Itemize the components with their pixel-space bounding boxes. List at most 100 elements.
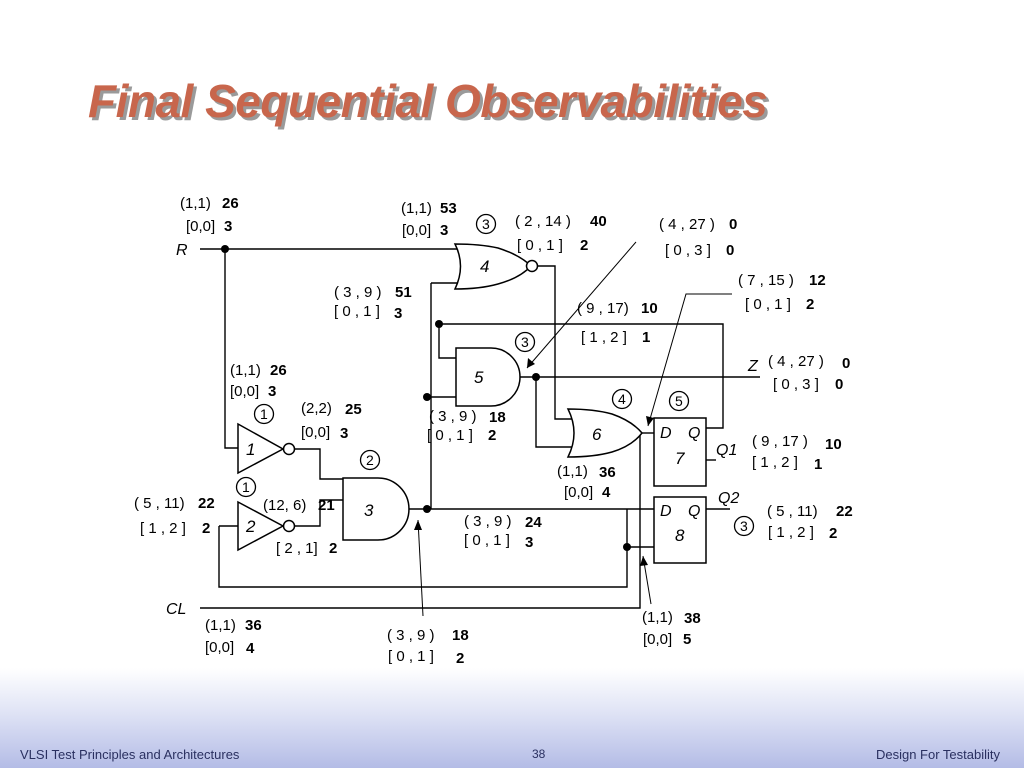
level-circle-3a: 3	[482, 216, 490, 232]
z-cc: ( 4 , 27 )	[768, 353, 824, 370]
gate-5-label: 5	[474, 368, 484, 387]
z-so: 0	[835, 376, 843, 393]
g2in-co: 22	[198, 495, 215, 512]
g4out-co: 40	[590, 213, 607, 230]
signal-cl: CL	[166, 601, 186, 618]
top-so: 0	[726, 242, 734, 259]
r-sc: [0,0]	[186, 218, 215, 235]
g1in-sc: [0,0]	[230, 383, 259, 400]
ff7-label: 7	[675, 449, 685, 468]
level-circle-1a: 1	[260, 406, 268, 422]
g4in2-cc: ( 3 , 9 )	[334, 284, 382, 301]
q1-so: 1	[814, 456, 822, 473]
top-sc: [ 0 , 3 ]	[665, 242, 711, 259]
ff7d-co: 36	[599, 464, 616, 481]
z-co: 0	[842, 355, 850, 372]
ff7d-so: 4	[602, 484, 611, 501]
fb-cc: ( 9 , 17)	[577, 300, 629, 317]
circuit-diagram: 1 2 3 4 5 6 D Q 7 D Q 8 R CL Z Q1	[134, 195, 853, 667]
gate-4-label: 4	[480, 257, 489, 276]
g1in-cc: (1,1)	[230, 362, 261, 379]
g4in2-sc: [ 0 , 1 ]	[334, 303, 380, 320]
g4out-sc: [ 0 , 1 ]	[517, 237, 563, 254]
g4in2-co: 51	[395, 284, 412, 301]
g5in-co: 18	[489, 409, 506, 426]
g4out-cc: ( 2 , 14 )	[515, 213, 571, 230]
g3out-co: 24	[525, 514, 542, 531]
flip-flop-8: D Q 8	[653, 496, 707, 564]
q1-cc: ( 9 , 17 )	[752, 433, 808, 450]
g2in-cc: ( 5 , 11)	[134, 495, 185, 512]
footer-chapter-title: Design For Testability	[875, 747, 1000, 762]
cl-sc: [0,0]	[205, 639, 234, 656]
clk-sc: [0,0]	[643, 631, 672, 648]
level-circle-3c: 3	[740, 518, 748, 534]
g1out-co: 25	[345, 401, 362, 418]
top-cc: ( 4 , 27 )	[659, 216, 715, 233]
level-circle-2: 2	[366, 452, 374, 468]
fb-so: 1	[642, 329, 650, 346]
level-circle-3b: 3	[521, 334, 529, 350]
clk-so: 5	[683, 631, 691, 648]
gate-5-and: 5	[455, 347, 521, 407]
g3br-cc: ( 3 , 9 )	[387, 627, 435, 644]
q1fb-so: 2	[806, 296, 814, 313]
g2out-sc: [ 2 , 1]	[276, 540, 318, 557]
r-so: 3	[224, 218, 232, 235]
ff7d-cc: (1,1)	[557, 463, 588, 480]
g1in-co: 26	[270, 362, 287, 379]
ff8-label: 8	[675, 526, 685, 545]
annotations: (1,1) 26 [0,0] 3 (1,1) 53 [0,0] 3 ( 2 , …	[134, 195, 853, 667]
g3br-sc: [ 0 , 1 ]	[388, 648, 434, 665]
q1fb-co: 12	[809, 272, 826, 289]
q1fb-sc: [ 0 , 1 ]	[745, 296, 791, 313]
q2-cc: ( 5 , 11)	[767, 503, 818, 520]
gate-6-or: 6	[566, 408, 643, 458]
ff7-d-pin: D	[660, 425, 672, 442]
g4in-so: 3	[440, 222, 448, 239]
g1out-so: 3	[340, 425, 348, 442]
q2-so: 2	[829, 525, 837, 542]
gate-1-inverter: 1	[237, 422, 296, 475]
signal-q2: Q2	[718, 490, 739, 507]
slide-title: Final Sequential Observabilities	[88, 75, 768, 127]
g1in-so: 3	[268, 383, 276, 400]
level-markers: 1 1 2 3 3 4 5 3	[235, 213, 755, 537]
g2in-so: 2	[202, 520, 210, 537]
footer-page-number: 38	[532, 747, 546, 761]
q1fb-cc: ( 7 , 15 )	[738, 272, 794, 289]
fb-sc: [ 1 , 2 ]	[581, 329, 627, 346]
gate-3-and: 3	[342, 477, 410, 541]
level-circle-1b: 1	[242, 479, 250, 495]
g4in-sc: [0,0]	[402, 222, 431, 239]
top-co: 0	[729, 216, 737, 233]
cl-so: 4	[246, 640, 255, 657]
r-co: 26	[222, 195, 239, 212]
ff8-d-pin: D	[660, 503, 672, 520]
g5in-so: 2	[488, 427, 496, 444]
g2out-co: 21	[318, 497, 335, 514]
g4in2-so: 3	[394, 305, 402, 322]
fb-co: 10	[641, 300, 658, 317]
clk-cc: (1,1)	[642, 609, 673, 626]
level-circle-5: 5	[675, 393, 683, 409]
ff7d-sc: [0,0]	[564, 484, 593, 501]
z-sc: [ 0 , 3 ]	[773, 376, 819, 393]
g1out-cc: (2,2)	[301, 400, 332, 417]
wires	[200, 248, 760, 609]
g3out-sc: [ 0 , 1 ]	[464, 532, 510, 549]
q2-sc: [ 1 , 2 ]	[768, 524, 814, 541]
gate-6-label: 6	[592, 425, 602, 444]
g3br-so: 2	[456, 650, 464, 667]
gate-2-inverter: 2	[237, 500, 296, 552]
pointer-arrows	[414, 241, 732, 617]
gate-3-label: 3	[364, 501, 374, 520]
ff8-q-pin: Q	[688, 503, 700, 520]
gate-4-nor: 4	[453, 243, 539, 290]
g1out-sc: [0,0]	[301, 424, 330, 441]
signal-q1: Q1	[716, 442, 737, 459]
g2in-sc: [ 1 , 2 ]	[140, 520, 186, 537]
q2-co: 22	[836, 503, 853, 520]
g3out-cc: ( 3 , 9 )	[464, 513, 512, 530]
signal-r: R	[176, 242, 188, 259]
